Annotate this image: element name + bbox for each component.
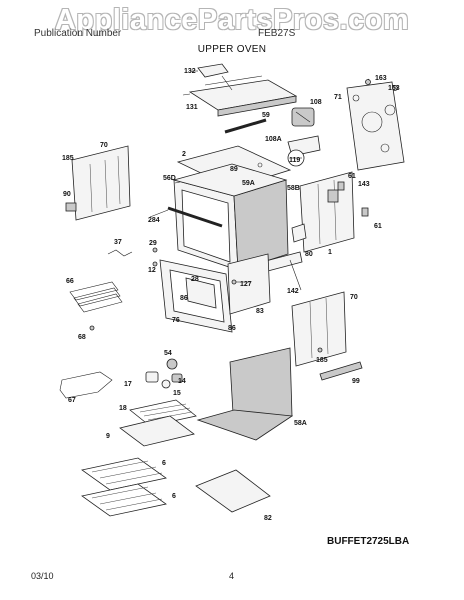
part-label-59: 59 [262, 112, 270, 119]
part-54-knob [166, 358, 178, 370]
part-label-108a: 108A [265, 136, 282, 143]
part-label-68: 68 [78, 334, 86, 341]
part-58a-insulation-base [196, 409, 294, 441]
watermark-logo: AppliancePartsPros.com [54, 4, 410, 36]
part-9-broil-pan [119, 415, 195, 447]
part-label-17: 17 [124, 381, 132, 388]
part-71-rear-panel [346, 81, 405, 171]
part-label-76: 76 [172, 317, 180, 324]
part-label-142: 142 [287, 288, 299, 295]
part-132-cover [197, 63, 229, 78]
part-label-6-upper: 6 [162, 460, 166, 467]
part-label-54: 54 [164, 350, 172, 357]
part-6-oven-racks [81, 457, 167, 517]
part-label-2: 2 [182, 151, 186, 158]
part-label-18: 18 [119, 405, 127, 412]
part-131-vent-front [217, 95, 297, 117]
part-99-rail [319, 361, 363, 381]
part-label-119: 119 [289, 157, 300, 164]
part-label-153: 153 [388, 85, 400, 92]
part-37-wire [107, 249, 133, 257]
part-label-80: 80 [305, 251, 313, 258]
part-label-185-upper: 185 [62, 155, 74, 162]
part-label-89: 89 [230, 166, 238, 173]
part-153-screw [392, 85, 398, 91]
part-127-screw [231, 279, 237, 285]
model-number: BUFFET2725LBA [327, 536, 410, 547]
part-label-163: 163 [375, 75, 387, 82]
part-label-56d: 56D [163, 175, 176, 182]
part-label-132: 132 [184, 68, 196, 75]
part-label-90: 90 [63, 191, 71, 198]
part-label-9: 9 [106, 433, 110, 440]
part-label-15: 15 [173, 390, 181, 397]
part-label-127: 127 [240, 281, 252, 288]
part-label-70-upper: 70 [100, 142, 108, 149]
part-label-99: 99 [352, 378, 360, 385]
part-label-58a: 58A [294, 420, 307, 427]
part-label-86-lower: 86 [228, 325, 236, 332]
section-title: UPPER OVEN [197, 44, 267, 55]
part-80-bracket [291, 223, 307, 243]
part-label-61-lower: 61 [374, 223, 382, 230]
part-18-broil-insert [129, 399, 197, 427]
part-70-side-shield-lower [291, 291, 347, 367]
part-61-clip-lower [361, 207, 369, 217]
part-14-lens [171, 373, 183, 383]
footer-date: 03/10 [31, 571, 54, 581]
part-label-28: 28 [191, 276, 199, 283]
part-label-29: 29 [149, 240, 157, 247]
part-83-lower-box [227, 253, 271, 315]
part-66-heating-element [69, 281, 123, 313]
part-58b-side-shield-right [299, 171, 355, 253]
part-label-86-upper: 86 [180, 295, 188, 302]
part-185-fastener [317, 347, 323, 353]
part-label-58b: 58B [287, 185, 300, 192]
page-number: 4 [229, 571, 235, 581]
part-label-66: 66 [66, 278, 74, 285]
part-cavity-opening [181, 189, 231, 263]
part-label-71: 71 [334, 94, 342, 101]
part-label-12: 12 [148, 267, 156, 274]
part-17-bulb-socket [145, 371, 159, 383]
part-90-bracket [65, 202, 77, 212]
part-label-59a: 59A [242, 180, 255, 187]
part-label-83: 83 [256, 308, 264, 315]
part-label-14: 14 [178, 378, 186, 385]
part-label-143: 143 [358, 181, 370, 188]
model-header: FEB27S [258, 28, 296, 39]
part-70-side-shield-left [71, 145, 131, 221]
part-label-67: 67 [68, 397, 76, 404]
part-label-82: 82 [264, 515, 272, 522]
part-61-clip-upper [337, 181, 345, 191]
part-label-61-upper: 61 [348, 173, 356, 180]
part-label-6-lower: 6 [172, 493, 176, 500]
part-68-screw [89, 325, 95, 331]
part-label-284: 284 [148, 217, 160, 224]
part-15-bulb [161, 379, 171, 389]
publication-label: Publication Number [34, 28, 122, 39]
part-29-fastener [152, 247, 158, 253]
part-label-185-lower: 185 [316, 357, 328, 364]
part-label-108: 108 [310, 99, 322, 106]
part-28-liner [185, 277, 217, 309]
part-67-bake-element [59, 371, 113, 399]
part-12-fastener [152, 261, 158, 267]
part-label-1: 1 [328, 249, 332, 256]
part-163-screw [365, 79, 371, 85]
part-56d-cavity-top [172, 163, 288, 197]
part-143-hinge-receiver [327, 189, 339, 203]
part-label-70-lower: 70 [350, 294, 358, 301]
part-82-drawer-liner [195, 469, 271, 513]
part-label-37: 37 [114, 239, 122, 246]
part-284-trim [167, 206, 223, 228]
part-label-131: 131 [186, 104, 198, 111]
part-59-rod [224, 118, 267, 134]
